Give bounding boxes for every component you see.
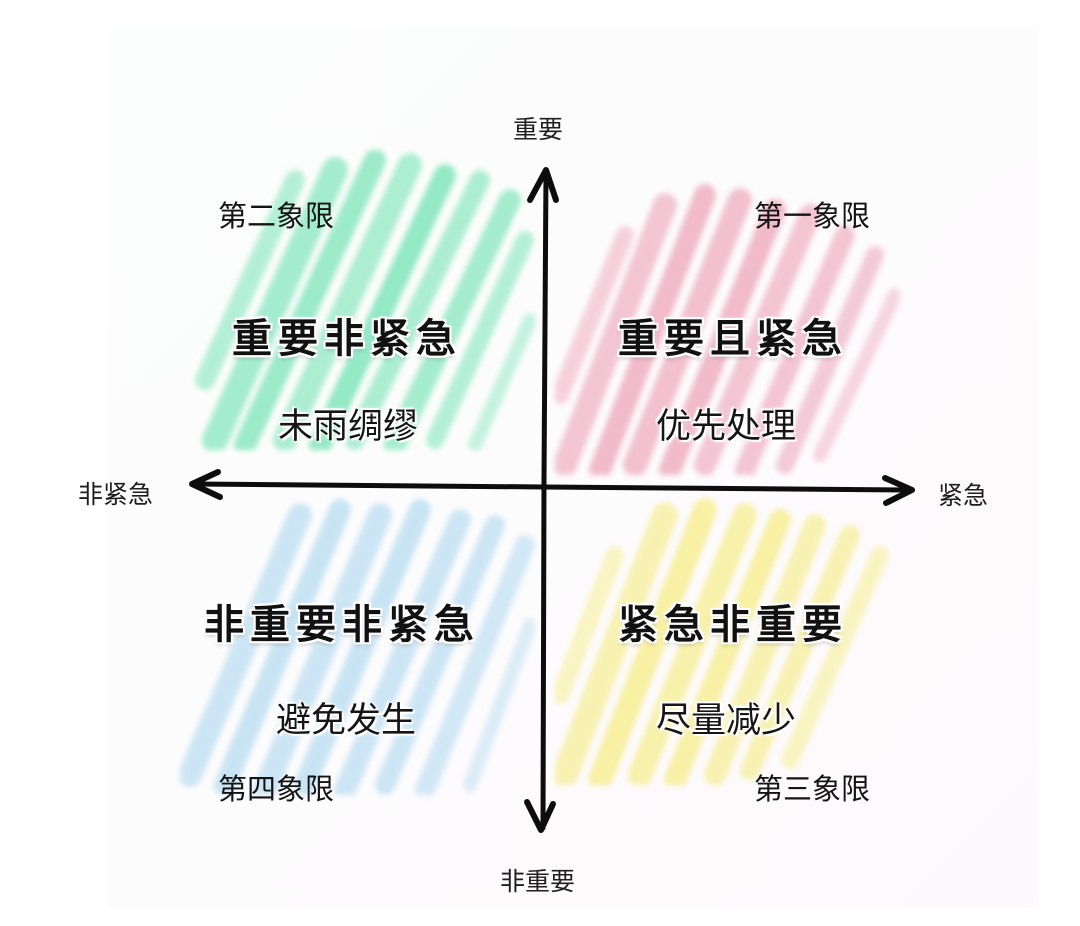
quadrant-3-subtitle: 尽量减少: [656, 701, 797, 741]
quadrant-4-title: 非重要非紧急: [204, 602, 480, 648]
quadrant-3-color-patch: [555, 495, 890, 785]
paper-background: [108, 28, 1038, 908]
quadrant-2-label: 第二象限: [218, 199, 335, 233]
quadrant-1-subtitle: 优先处理: [656, 407, 797, 447]
quadrant-3-label: 第三象限: [754, 772, 871, 806]
quadrant-2-title: 重要非紧急: [232, 316, 462, 362]
quadrant-2-color-patch: [195, 150, 535, 450]
quadrant-4-color-patch: [180, 495, 535, 795]
axis-label-not-urgent: 非紧急: [78, 480, 154, 509]
quadrant-1-color-patch: [555, 175, 900, 475]
quadrant-4-label: 第四象限: [218, 772, 335, 806]
quadrant-1-label: 第一象限: [754, 199, 871, 233]
quadrant-3-title: 紧急非重要: [618, 602, 848, 648]
quadrant-4-subtitle: 避免发生: [276, 701, 417, 741]
quadrant-1-title: 重要且紧急: [618, 316, 848, 362]
axis-label-important: 重要: [513, 115, 564, 144]
axis-label-urgent: 紧急: [938, 481, 989, 510]
axis-label-not-important: 非重要: [500, 867, 576, 896]
quadrant-2-subtitle: 未雨绸缪: [278, 407, 419, 447]
